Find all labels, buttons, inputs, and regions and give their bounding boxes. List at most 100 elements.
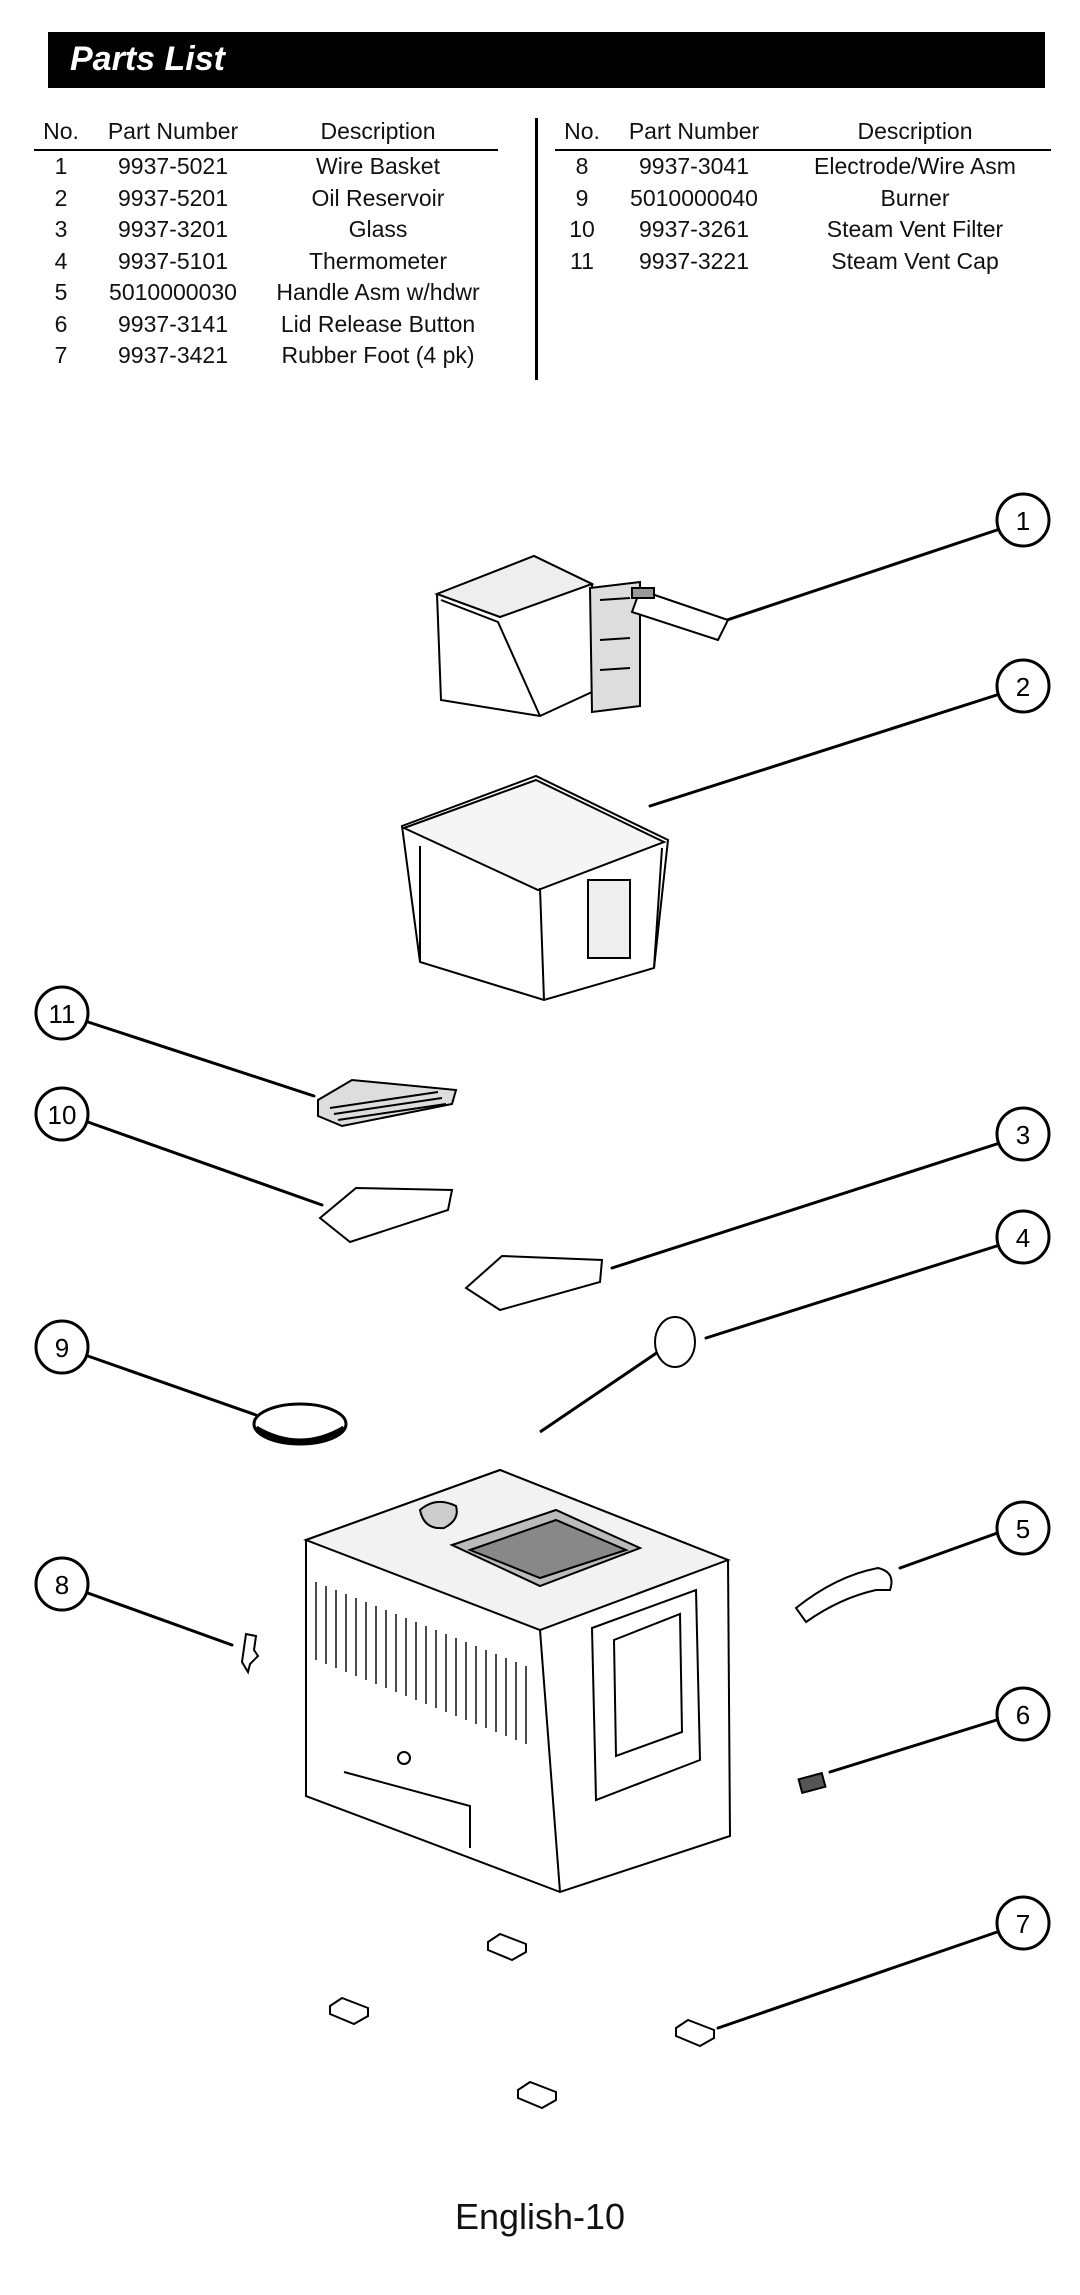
part-description-cell: Steam Vent Cap xyxy=(831,247,999,274)
part-no-cell: 8 xyxy=(575,153,589,179)
part-number-cell: 9937-3261 xyxy=(639,216,749,242)
column-header-no: No. xyxy=(34,118,88,151)
column-header-part-number: Part Number xyxy=(609,118,779,151)
part-number-cell: 5010000040 xyxy=(630,184,758,211)
leader-line-8 xyxy=(83,1590,234,1647)
callout-circle-10 xyxy=(34,1086,90,1142)
burner-part xyxy=(252,1402,348,1446)
leader-line-3 xyxy=(610,1140,1005,1270)
part-no-cell: 11 xyxy=(570,247,594,274)
leader-line-7 xyxy=(716,1928,1005,2030)
glass-part xyxy=(464,1254,604,1312)
part-no-cell: 9 xyxy=(575,184,589,211)
parts-row: 11 9937-3221 Steam Vent Cap xyxy=(555,246,1051,278)
leader-line-5 xyxy=(898,1529,1005,1570)
thermometer-part xyxy=(539,1316,696,1434)
callout-circle-11 xyxy=(34,985,90,1041)
leader-line-1 xyxy=(725,526,1005,622)
page-footer: English-10 xyxy=(454,2196,626,2237)
part-description-cell: Wire Basket xyxy=(316,153,440,179)
leader-line-11 xyxy=(83,1019,316,1098)
callout-label-2: 2 xyxy=(1016,672,1030,702)
part-number-cell: 5010000030 xyxy=(109,279,237,305)
title-bar: Parts List xyxy=(48,32,1045,88)
callout-circle-1 xyxy=(995,492,1051,548)
callout-label-4: 4 xyxy=(1016,1223,1030,1253)
part-description-cell: Burner xyxy=(880,184,950,211)
callout-label-7: 7 xyxy=(1016,1909,1030,1939)
part-no-cell: 5 xyxy=(54,279,68,305)
part-no-cell: 1 xyxy=(54,153,68,179)
parts-table-left: No. Part Number Description 1 9937-5021 Wi… xyxy=(34,118,498,372)
parts-row: 5 5010000030 Handle Asm w/hdwr xyxy=(34,277,498,309)
lid-release-button-part xyxy=(797,1771,827,1795)
parts-row: 3 9937-3201 Glass xyxy=(34,214,498,246)
part-description-cell: Lid Release Button xyxy=(280,310,476,337)
part-description-cell: Electrode/Wire Asm xyxy=(814,153,1016,179)
callout-label-1: 1 xyxy=(1016,506,1030,536)
callout-label-8: 8 xyxy=(55,1570,69,1600)
part-no-cell: 10 xyxy=(569,216,595,242)
column-header-no: No. xyxy=(555,118,609,151)
part-no-cell: 6 xyxy=(54,310,68,337)
part-number-cell: 9937-5101 xyxy=(118,247,228,274)
fryer-body xyxy=(303,1468,732,1894)
rubber-feet-part xyxy=(329,1932,715,2110)
parts-row: 8 9937-3041 Electrode/Wire Asm xyxy=(555,150,1051,183)
parts-row: 7 9937-3421 Rubber Foot (4 pk) xyxy=(34,340,498,372)
part-number-cell: 9937-5201 xyxy=(118,184,228,211)
callout-circle-2 xyxy=(995,658,1051,714)
part-description-cell: Rubber Foot (4 pk) xyxy=(281,342,475,368)
column-header-part-number: Part Number xyxy=(88,118,258,151)
steam-vent-cap-part xyxy=(317,1078,458,1128)
column-divider xyxy=(535,118,538,380)
leader-line-9 xyxy=(83,1353,258,1417)
parts-row: 2 9937-5201 Oil Reservoir xyxy=(34,183,498,215)
part-number-cell: 9937-3041 xyxy=(639,153,749,179)
electrode-part xyxy=(240,1632,260,1675)
callout-circle-9 xyxy=(34,1319,90,1375)
leader-line-10 xyxy=(83,1119,324,1207)
callout-label-11: 11 xyxy=(49,999,76,1029)
leader-line-4 xyxy=(704,1242,1005,1340)
callout-label-6: 6 xyxy=(1016,1700,1030,1730)
part-no-cell: 4 xyxy=(54,247,68,274)
parts-table-right: No. Part Number Description 8 9937-3041 El… xyxy=(555,118,1051,277)
callout-circle-3 xyxy=(995,1106,1051,1162)
callout-circle-7 xyxy=(995,1895,1051,1951)
wire-basket-part xyxy=(434,554,730,718)
part-description-cell: Handle Asm w/hdwr xyxy=(276,279,480,305)
part-number-cell: 9937-3141 xyxy=(118,310,228,337)
callout-circle-8 xyxy=(34,1556,90,1612)
callout-label-9: 9 xyxy=(55,1333,69,1363)
callout-circle-5 xyxy=(995,1500,1051,1556)
column-header-description: Description xyxy=(779,118,1051,151)
parts-row: 9 5010000040 Burner xyxy=(555,183,1051,215)
leader-line-6 xyxy=(828,1716,1005,1774)
callout-circle-4 xyxy=(995,1209,1051,1265)
callout-label-10: 10 xyxy=(48,1100,77,1130)
column-header-description: Description xyxy=(258,118,498,151)
part-no-cell: 7 xyxy=(54,342,68,368)
callout-label-3: 3 xyxy=(1016,1120,1030,1150)
part-description-cell: Oil Reservoir xyxy=(311,184,445,211)
part-description-cell: Glass xyxy=(348,216,408,242)
parts-row: 6 9937-3141 Lid Release Button xyxy=(34,309,498,341)
parts-row: 4 9937-5101 Thermometer xyxy=(34,246,498,278)
page-title: Parts List xyxy=(70,40,225,78)
part-description-cell: Steam Vent Filter xyxy=(826,216,1004,242)
parts-row: 1 9937-5021 Wire Basket xyxy=(34,150,498,183)
callout-label-5: 5 xyxy=(1016,1514,1030,1544)
leader-line-2 xyxy=(648,691,1005,808)
steam-vent-filter-part xyxy=(318,1186,454,1244)
part-description-cell: Thermometer xyxy=(308,247,448,274)
part-number-cell: 9937-3201 xyxy=(118,216,228,242)
part-no-cell: 2 xyxy=(54,184,68,211)
parts-row: 10 9937-3261 Steam Vent Filter xyxy=(555,214,1051,246)
part-no-cell: 3 xyxy=(54,216,68,242)
part-number-cell: 9937-3221 xyxy=(639,247,749,274)
part-number-cell: 9937-5021 xyxy=(118,153,228,179)
handle-part xyxy=(794,1566,893,1624)
part-number-cell: 9937-3421 xyxy=(118,342,228,368)
